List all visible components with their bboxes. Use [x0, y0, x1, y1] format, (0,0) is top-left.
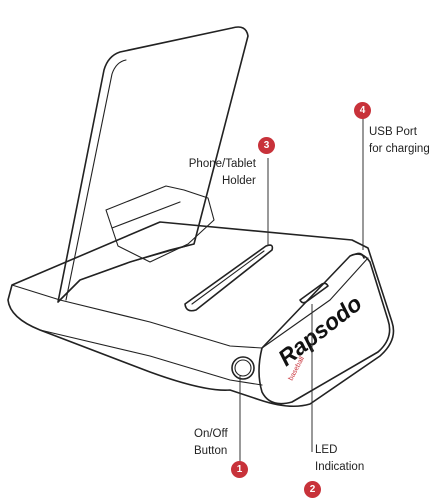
callout-badge-4: 4	[354, 102, 371, 119]
callout-badge-3: 3	[258, 137, 275, 154]
holder-slot	[184, 244, 274, 312]
callout-label-2-line-1: LED	[315, 444, 338, 456]
callout-label-3-line-1: Phone/Tablet	[188, 158, 256, 170]
callout-badge-1: 1	[231, 461, 248, 478]
usb-port	[355, 252, 365, 259]
callout-label-1-line-2: Button	[194, 445, 228, 457]
callout-label-1-line-1: On/Off	[194, 428, 228, 440]
holder-slot-inner	[191, 250, 265, 305]
holder-clip	[105, 185, 215, 263]
phone-stand-inner-edge	[65, 59, 127, 301]
callout-label-3-line-2: Holder	[222, 175, 256, 187]
callout-label-4-line-1: USB Port	[369, 126, 417, 138]
callout-label-2-line-2: Indication	[315, 461, 365, 473]
phone-stand-lower-edge	[79, 243, 195, 281]
callout-label-2: LED Indication	[315, 442, 364, 476]
device-base-lower-edge	[39, 329, 263, 386]
callout-label-1: On/Off Button	[194, 426, 228, 460]
callout-label-3: Phone/Tablet Holder	[183, 156, 256, 190]
power-button	[231, 356, 255, 380]
callout-badge-2: 2	[304, 481, 321, 498]
callout-label-4: USB Port for charging	[369, 124, 430, 158]
led-indicator	[299, 282, 329, 304]
phone-stand-back	[57, 26, 249, 303]
power-button-ring	[234, 359, 252, 377]
device-base-outline	[7, 221, 395, 408]
callout-label-4-line-2: for charging	[369, 143, 430, 155]
holder-clip-detail	[111, 201, 181, 229]
